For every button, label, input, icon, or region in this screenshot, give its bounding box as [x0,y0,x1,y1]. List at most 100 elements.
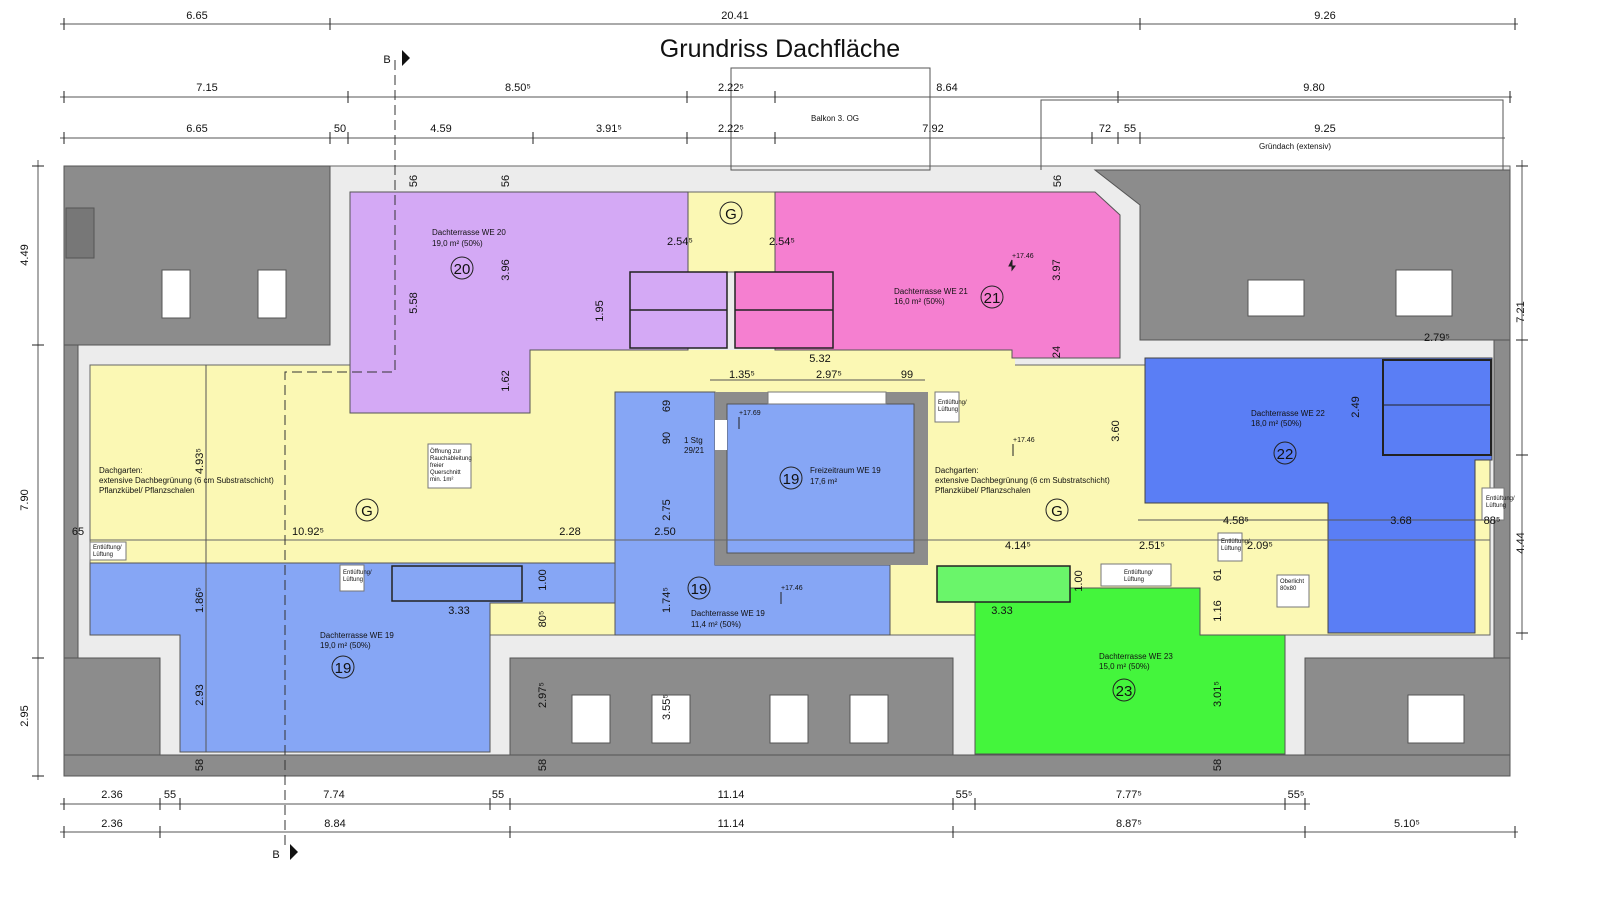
dimension-text: 2.36 [101,818,122,830]
room-area-we21: 16,0 m² (50%) [894,297,945,306]
window-freizeitraum [767,391,887,405]
section-arrow-top-icon [402,50,410,66]
stairs-count: 1 Stg [684,436,703,445]
elevation-marks: +17.46 +17.69 +17.46 +17.46 [738,253,1035,604]
dimension-text: 99 [901,369,913,381]
dimension-text: Entlüftung/ [93,545,122,551]
dimension-text: 1.35⁵ [729,369,755,381]
dimension-text: 19 [335,660,352,677]
dimension-text: 2.93 [194,684,206,705]
dimension-text: 3.60 [1110,420,1122,441]
dimension-text: 8.87⁵ [1116,818,1142,830]
dimension-text: 2.36 [101,789,122,801]
dimension-text: Lüftung [343,577,363,583]
dimension-text: 80⁵ [537,611,549,628]
vent-boxes [89,391,1505,608]
dimension-text: 2.49 [1350,396,1362,417]
dimension-text: 7.90 [19,489,31,510]
wall-west [63,344,79,659]
dimension-text: 90 [661,432,673,444]
dimension-text: 4.49 [19,244,31,265]
dimension-text: extensive Dachbegrünung (6 cm Substratsc… [935,476,1110,485]
dimension-text: 4.14⁵ [1005,540,1031,552]
dimension-text: Öffnung zur [430,448,461,455]
dimension-text: 19 [783,471,800,488]
dimension-text: 20 [454,261,471,278]
dimension-text: 55⁵ [1288,789,1305,801]
dimension-text: 2.97⁵ [537,682,549,708]
dimension-text: Querschnitt [430,470,461,476]
dimension-text: 24 [1051,346,1063,358]
dimension-text: 2.51⁵ [1139,540,1165,552]
dimension-text: 5.10⁵ [1394,818,1420,830]
dimension-text: 1.95 [594,300,606,321]
dimension-text: 3.33 [991,605,1012,617]
room-name-we20: Dachterrasse WE 20 [432,228,506,237]
section-label-top: B [383,54,390,66]
garden-labels: Dachgarten: extensive Dachbegrünung (6 c… [99,201,1110,522]
dimension-text: 65 [72,526,84,538]
dimension-text: 11.14 [718,789,745,801]
room-area-we23: 15,0 m² (50%) [1099,662,1150,671]
dimension-text: 72 [1099,123,1111,135]
dimension-text: 2.75 [661,499,673,520]
dimension-text: 2.95 [19,705,31,726]
dimension-text: +17.46 [1013,437,1035,444]
room-area-we19-west: 19,0 m² (50%) [320,641,371,650]
room-name-freizeitraum: Freizeitraum WE 19 [810,466,881,475]
dimension-text: 3.96 [500,259,512,280]
dimension-text: 1.62 [500,370,512,391]
dimension-text: 4.59 [430,123,451,135]
dimension-text: 3.01⁵ [1212,681,1224,707]
dimension-text: 58 [194,759,206,771]
dimension-text: 2.22⁵ [718,123,744,135]
dimension-text: 55 [1124,123,1136,135]
dimension-text: +17.46 [1012,253,1034,260]
dimension-text: 55⁵ [956,789,973,801]
dimension-text: 7.15 [196,82,217,94]
dimension-text: 5.58 [408,292,420,313]
terrace-we23 [974,587,1286,755]
dimension-text: 6.65 [186,10,207,22]
dimension-text: 21 [984,290,1001,307]
dimension-text: min. 1m² [430,477,453,483]
dimension-text: 7.21 [1515,301,1527,322]
dimension-text: 20.41 [721,10,749,22]
room-name-we22: Dachterrasse WE 22 [1251,409,1325,418]
dimension-text: 11.14 [718,818,745,830]
skylight-size: 80x80 [1280,586,1297,592]
dimension-text: 3.91⁵ [596,123,622,135]
room-area-we20: 19,0 m² (50%) [432,239,483,248]
dimension-text: Lüftung [1486,503,1506,509]
dimension-text: Entlüftung/ [938,400,967,406]
dimension-text: 8.50⁵ [505,82,531,94]
dimension-text: 4.58⁵ [1223,515,1249,527]
dimension-text: 56 [500,175,512,187]
dimension-text: freier [430,463,444,469]
room-name-we19-west: Dachterrasse WE 19 [320,631,394,640]
dimension-text: 2.54⁵ [667,236,693,248]
dimension-text: 2.54⁵ [769,236,795,248]
dimension-text: 5.32 [809,353,830,365]
gruendach-label: Gründach (extensiv) [1259,142,1331,151]
dimension-text: 2.28 [559,526,580,538]
dimension-text: Pflanzkübel/ Pflanzschalen [935,486,1031,495]
dimension-text: 22 [1277,446,1294,463]
dimension-text: 1.00 [1073,570,1085,591]
dimension-text: 8.64 [936,82,957,94]
room-area-freizeitraum: 17,6 m² [810,477,837,486]
dimension-text: 55 [492,789,504,801]
section-label-bottom: B [272,849,279,861]
dimension-text: Pflanzkübel/ Pflanzschalen [99,486,195,495]
dimension-text: 58 [1212,759,1224,771]
section-line-b [284,60,396,850]
dimension-text: 7.92 [922,123,943,135]
dimension-text: 23 [1116,683,1133,700]
dimension-text: 2.79⁵ [1424,332,1450,344]
room-name-we21: Dachterrasse WE 21 [894,287,968,296]
dimension-text: 8.84 [324,818,345,830]
dimension-text: 56 [1052,175,1064,187]
dimension-text: 1.16 [1212,600,1224,621]
dimension-text: 50 [334,123,346,135]
